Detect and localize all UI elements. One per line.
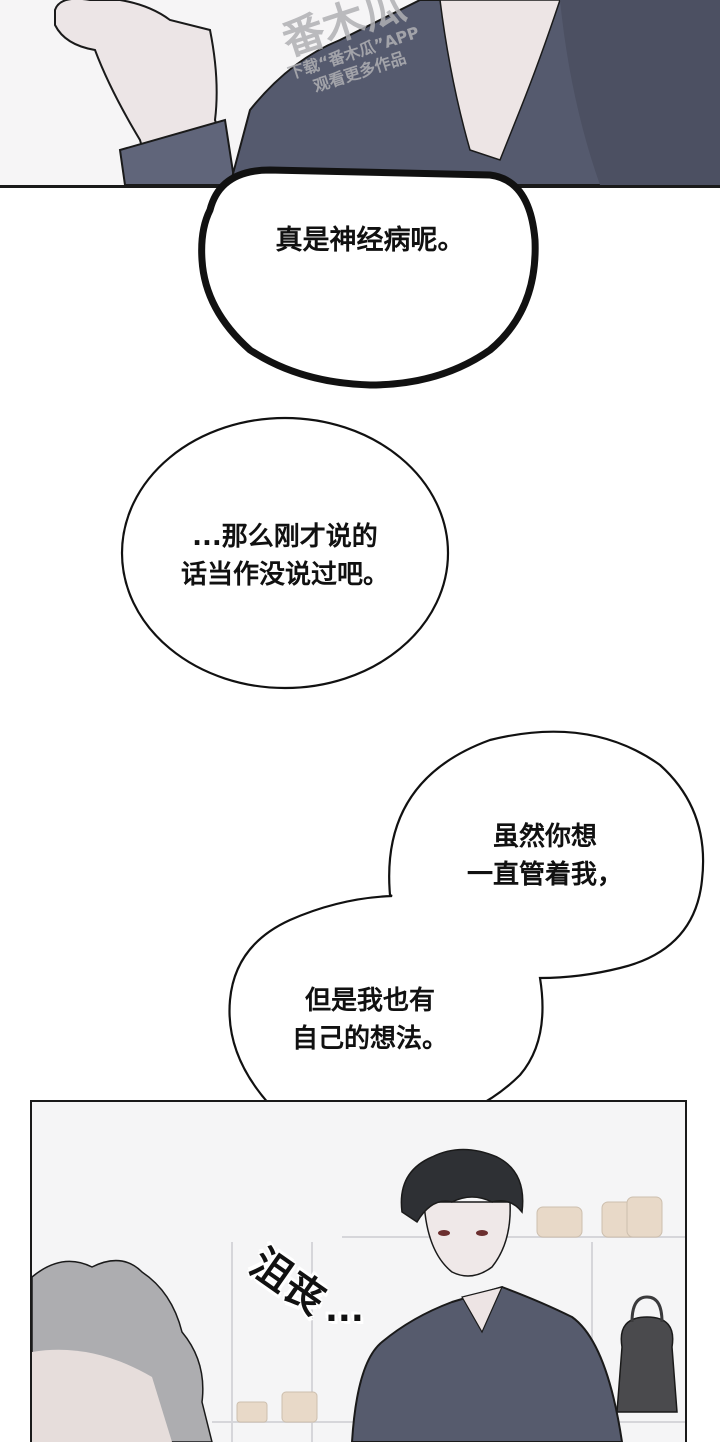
bubble-1-text: 真是神经病呢。 bbox=[275, 225, 465, 256]
speech-bubble-3-4 bbox=[228, 730, 705, 1174]
bubble-3-text: 虽然你想 一直管着我， bbox=[466, 822, 623, 890]
top-panel-art bbox=[0, 0, 720, 185]
speech-bubble-1 bbox=[198, 166, 539, 389]
bottom-panel-art bbox=[32, 1102, 685, 1442]
speech-bubble-2 bbox=[120, 416, 450, 690]
sfx-ellipsis: ... bbox=[325, 1290, 364, 1330]
top-panel: 番木瓜 下载“番木瓜”APP 观看更多作品 bbox=[0, 0, 720, 188]
bottom-panel bbox=[30, 1100, 687, 1442]
bubble-2-text: ...那么刚才说的 话当作没说过吧。 bbox=[180, 522, 389, 590]
bubble-4-text: 但是我也有 自己的想法。 bbox=[291, 986, 448, 1054]
